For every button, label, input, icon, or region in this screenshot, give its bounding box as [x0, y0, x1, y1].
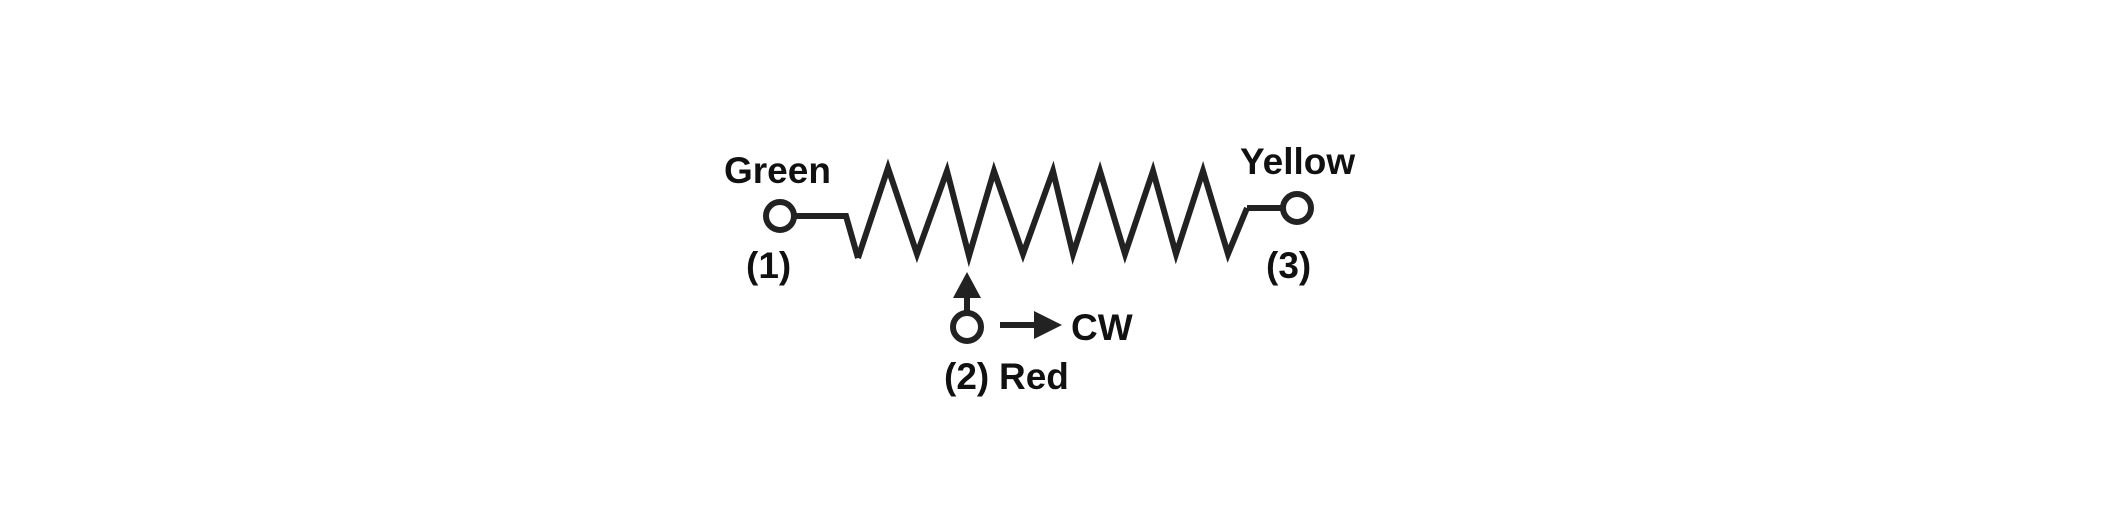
cw-arrowhead [1034, 311, 1062, 339]
terminal-3-number-label: (3) [1266, 245, 1312, 286]
cw-direction-label: CW [1071, 307, 1133, 348]
terminal-1-color-label: Green [724, 150, 831, 191]
terminal-3-circle [1280, 191, 1314, 225]
terminal-1-lead [794, 213, 861, 259]
wiper-color-label: Red [999, 356, 1069, 397]
terminal-1-circle [763, 199, 797, 233]
wiper-number-label: (2) [944, 356, 990, 397]
terminal-2-circle [950, 310, 984, 344]
wiper-arrowhead [953, 272, 981, 298]
terminal-3-color-label: Yellow [1240, 141, 1356, 182]
resistor-zigzag [855, 158, 1250, 268]
terminal-1-number-label: (1) [746, 245, 792, 286]
